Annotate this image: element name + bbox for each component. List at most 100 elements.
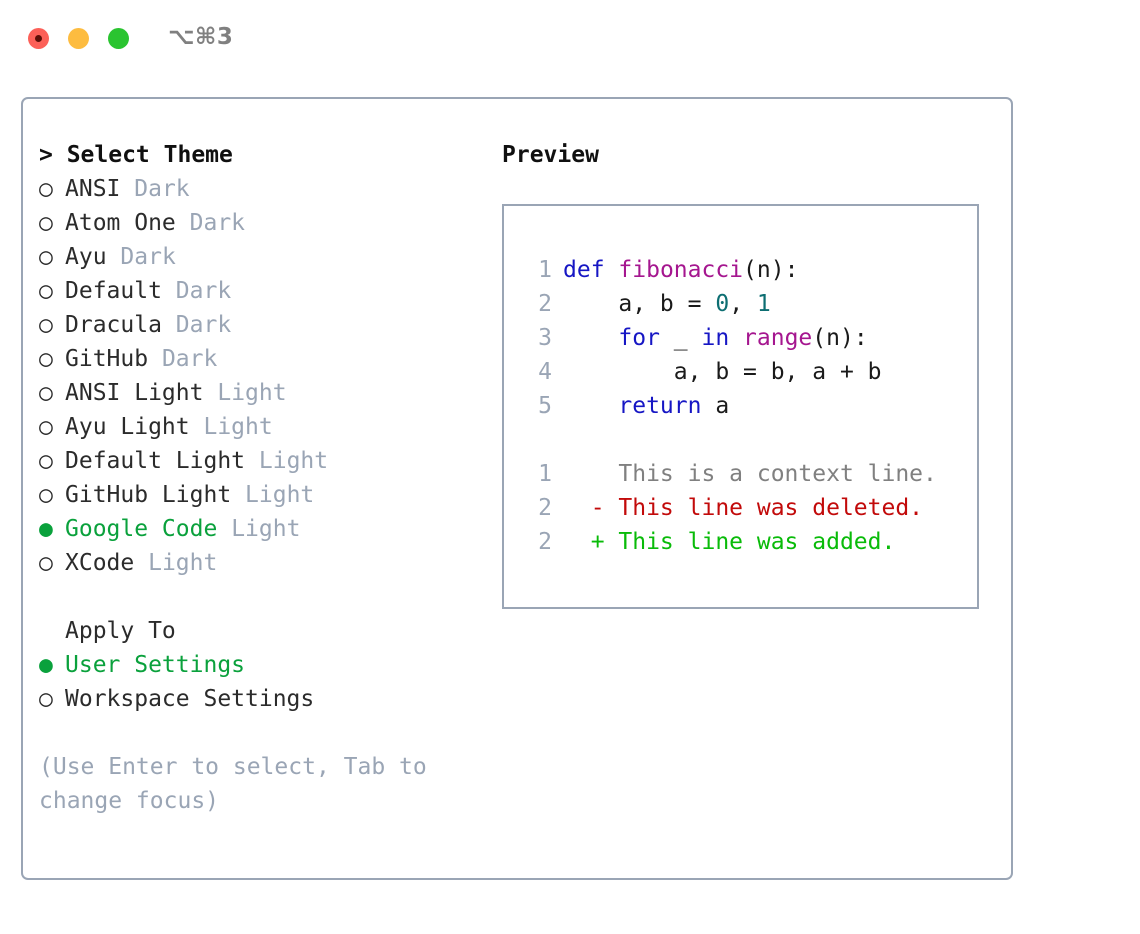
code-token: range <box>743 325 813 351</box>
keyboard-hint: (Use Enter to select, Tab to change focu… <box>39 754 427 814</box>
theme-option-kind: Dark <box>120 244 176 270</box>
theme-option[interactable]: ○Default Dark <box>39 274 479 308</box>
theme-option-kind: Light <box>148 550 218 576</box>
code-token: (n): <box>812 325 868 351</box>
theme-option-name: Google Code <box>65 516 218 542</box>
theme-option-name: ANSI Light <box>65 380 204 406</box>
preview-column: Preview <box>502 138 1002 172</box>
list-spacer <box>39 580 479 614</box>
code-line: 3 for _ in range(n): <box>526 321 966 355</box>
theme-option-kind: Dark <box>134 176 190 202</box>
diff-text: This line was added. <box>604 529 896 555</box>
code-token: fibonacci <box>618 257 744 283</box>
line-number: 4 <box>538 359 552 385</box>
theme-option[interactable]: ○ XCode Light <box>39 546 479 580</box>
theme-option-kind: Dark <box>175 312 232 338</box>
radio-selected-icon: ● <box>39 652 53 678</box>
theme-option[interactable]: ○ GitHub Dark <box>39 342 479 376</box>
line-number: 1 <box>538 257 552 283</box>
close-window-button[interactable] <box>28 28 49 49</box>
code-token <box>563 325 618 351</box>
radio-unselected-icon: ○ <box>39 448 53 474</box>
code-token: 0 <box>715 291 730 317</box>
theme-option[interactable]: ○ANSI Dark <box>39 172 479 206</box>
radio-unselected-icon: ○ <box>39 210 53 236</box>
title-bar: ⌥⌘3 <box>0 0 1140 78</box>
code-token: a, b = b, a + b <box>563 359 882 385</box>
theme-option[interactable]: ○ Ayu Light Light <box>39 410 479 444</box>
line-number: 2 <box>538 291 552 317</box>
diff-line: 2 + This line was added. <box>526 525 966 559</box>
maximize-window-button[interactable] <box>108 28 129 49</box>
hint-spacer <box>39 716 479 750</box>
code-line: 2 a, b = 0, 1 <box>526 287 966 321</box>
minimize-window-button[interactable] <box>68 28 89 49</box>
theme-selector-column: > Select Theme ○ANSI Dark○Atom One Dark○… <box>39 138 479 818</box>
code-token: _ <box>659 325 702 351</box>
diff-sample: 1 This is a context line.2 - This line w… <box>526 457 966 559</box>
window-title: ⌥⌘3 <box>168 24 234 50</box>
code-token <box>729 325 743 351</box>
apply-to-list[interactable]: ● User Settings ○ Workspace Settings <box>39 648 479 716</box>
theme-option-kind: Dark <box>189 210 246 236</box>
code-line: 4 a, b = b, a + b <box>526 355 966 389</box>
theme-option[interactable]: ○ Atom One Dark <box>39 206 479 240</box>
radio-unselected-icon: ○ <box>39 414 53 440</box>
theme-option-kind: Light <box>245 482 315 508</box>
theme-option[interactable]: ○ GitHub Light Light <box>39 478 479 512</box>
theme-option-name: GitHub <box>65 346 149 372</box>
radio-unselected-icon: ○ <box>39 482 53 508</box>
code-token <box>605 257 619 283</box>
radio-unselected-icon: ○ <box>39 380 53 406</box>
theme-option-name: Ayu <box>65 244 107 270</box>
code-token: def <box>563 257 605 283</box>
theme-option-name: Default Light <box>65 448 246 474</box>
diff-marker: + <box>563 529 605 555</box>
theme-option-name: GitHub Light <box>65 482 232 508</box>
theme-option[interactable]: ○Dracula Dark <box>39 308 479 342</box>
line-number: 2 <box>538 495 552 521</box>
code-token: a <box>701 393 730 419</box>
code-token: , <box>729 291 757 317</box>
code-token: in <box>701 325 730 351</box>
theme-option-name: XCode <box>65 550 135 576</box>
apply-to-option-name: User Settings <box>65 652 246 678</box>
apply-to-option[interactable]: ● User Settings <box>39 648 479 682</box>
diff-line: 2 - This line was deleted. <box>526 491 966 525</box>
code-line: 5 return a <box>526 389 966 423</box>
apply-to-option-name: Workspace Settings <box>65 686 315 712</box>
theme-option-kind: Dark <box>161 346 218 372</box>
code-token: a, b = <box>563 291 716 317</box>
diff-text: This is a context line. <box>604 461 937 487</box>
theme-option-name: Atom One <box>65 210 176 236</box>
apply-to-option[interactable]: ○ Workspace Settings <box>39 682 479 716</box>
theme-option[interactable]: ○ANSI Light Light <box>39 376 479 410</box>
theme-option[interactable]: ○ Ayu Dark <box>39 240 479 274</box>
diff-text: This line was deleted. <box>604 495 924 521</box>
radio-unselected-icon: ○ <box>39 686 53 712</box>
code-token: return <box>618 393 702 419</box>
apply-to-label: Apply To <box>65 618 176 644</box>
theme-option-kind: Light <box>203 414 273 440</box>
radio-unselected-icon: ○ <box>39 278 53 304</box>
theme-option-name: Ayu Light <box>65 414 190 440</box>
theme-option-kind: Light <box>258 448 329 474</box>
code-token <box>563 393 618 419</box>
line-number: 3 <box>538 325 552 351</box>
radio-unselected-icon: ○ <box>39 312 53 338</box>
theme-option[interactable]: ○ Default Light Light <box>39 444 479 478</box>
diff-marker <box>563 461 605 487</box>
diff-marker: - <box>563 495 605 521</box>
radio-unselected-icon: ○ <box>39 550 53 576</box>
radio-unselected-icon: ○ <box>39 244 53 270</box>
line-number: 5 <box>538 393 552 419</box>
radio-unselected-icon: ○ <box>39 346 53 372</box>
theme-option[interactable]: ●Google Code Light <box>39 512 479 546</box>
code-token: (n): <box>743 257 799 283</box>
select-theme-heading: > Select Theme <box>39 142 233 168</box>
main-panel: > Select Theme ○ANSI Dark○Atom One Dark○… <box>21 97 1013 880</box>
theme-list[interactable]: ○ANSI Dark○Atom One Dark○Ayu Dark○Defaul… <box>39 172 479 580</box>
